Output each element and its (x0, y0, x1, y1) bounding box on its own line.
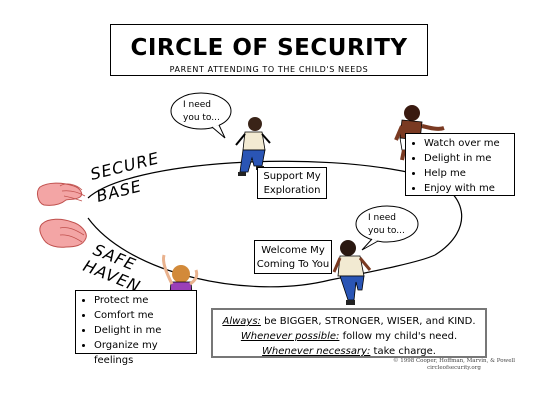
need-item: Delight in me (424, 151, 514, 166)
copyright-credit: © 1998 Cooper, Hoffman, Marvin, & Powell… (389, 358, 519, 372)
speech-bubble-bottom-text: I need you to... (368, 212, 405, 238)
arc-label-secure: SECURE (88, 148, 161, 183)
rule-emphasis: Whenever possible: (240, 331, 340, 342)
exploration-line: Exploration (263, 185, 321, 196)
rule-emphasis: Whenever necessary: (262, 346, 371, 357)
credit-line: © 1998 Cooper, Hoffman, Marvin, & Powell (392, 358, 516, 364)
child-returning-icon (332, 240, 372, 305)
speech-bubble-top-text: I need you to... (183, 99, 220, 125)
circle-loop-bottom (87, 217, 436, 288)
speech-bubble-top (170, 92, 232, 139)
speech-line: I need (183, 100, 212, 110)
child-walking-away-icon (235, 117, 271, 176)
page-subtitle: PARENT ATTENDING TO THE CHILD'S NEEDS (169, 65, 369, 74)
speech-line: you to... (368, 226, 405, 236)
need-item: Enjoy with me (424, 181, 514, 196)
rule-text: follow my child's need. (339, 331, 458, 342)
rule-whenever-possible: Whenever possible: follow my child's nee… (213, 329, 485, 344)
title-box: CIRCLE OF SECURITY PARENT ATTENDING TO T… (110, 24, 428, 76)
need-item: Watch over me (424, 136, 514, 151)
parenting-rules-box: Always: be BIGGER, STRONGER, WISER, and … (211, 308, 487, 358)
rule-whenever-necessary: Whenever necessary: take charge. (213, 344, 485, 359)
page-title: CIRCLE OF SECURITY (130, 35, 408, 61)
rule-emphasis: Always: (222, 316, 261, 327)
need-item: Delight in me (94, 323, 196, 338)
need-item: Comfort me (94, 308, 196, 323)
rule-text: be BIGGER, STRONGER, WISER, and KIND. (260, 316, 476, 327)
speech-line: you to... (183, 113, 220, 123)
need-item: Organize my feelings (94, 338, 196, 368)
exploration-box: Support My Exploration (257, 167, 327, 199)
top-needs-box: Watch over me Delight in me Help me Enjo… (405, 133, 515, 196)
speech-line: I need (368, 213, 397, 223)
rule-text: take charge. (370, 346, 436, 357)
welcome-line: Welcome My (261, 245, 325, 256)
need-item: Help me (424, 166, 514, 181)
bottom-needs-box: Protect me Comfort me Delight in me Orga… (75, 290, 197, 366)
speech-bubble-bottom (355, 205, 419, 251)
welcome-box: Welcome My Coming To You (254, 240, 332, 274)
credit-url: circleofsecurity.org (427, 365, 481, 371)
welcome-line: Coming To You (256, 259, 330, 270)
need-item: Protect me (94, 293, 196, 308)
parent-hands-icon (36, 182, 87, 248)
exploration-line: Support My (263, 171, 321, 182)
circle-loop-top (87, 160, 463, 256)
rule-always: Always: be BIGGER, STRONGER, WISER, and … (213, 314, 485, 329)
